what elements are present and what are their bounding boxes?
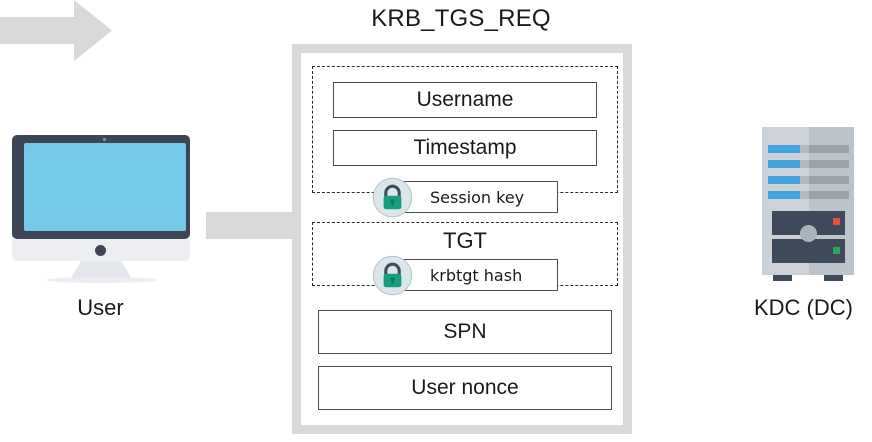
server-foot-left bbox=[773, 275, 792, 281]
server-power-knob-icon bbox=[800, 225, 817, 242]
monitor-screen bbox=[24, 143, 186, 231]
kdc-server-device bbox=[762, 127, 854, 282]
server-drive-bay-bottom bbox=[772, 239, 845, 263]
monitor-stand-neck bbox=[70, 261, 132, 279]
server-slot-bar-3r bbox=[809, 176, 849, 184]
field-user-nonce: User nonce bbox=[318, 366, 612, 410]
server-status-led-red bbox=[833, 218, 840, 225]
server-slot-bar-1r bbox=[809, 145, 849, 153]
encrypted-row-session-key: Session key bbox=[372, 177, 562, 218]
page-title: KRB_TGS_REQ bbox=[371, 5, 551, 32]
server-foot-right bbox=[824, 275, 843, 281]
server-status-led-green bbox=[833, 247, 840, 254]
monitor-bezel-icon bbox=[12, 135, 190, 239]
encrypted-row-krbtgt-hash: krbtgt hash bbox=[372, 255, 562, 296]
server-led-bar-4 bbox=[768, 191, 800, 199]
user-device bbox=[8, 135, 193, 283]
field-timestamp: Timestamp bbox=[333, 130, 597, 166]
session-key-label: Session key bbox=[395, 181, 558, 213]
field-username: Username bbox=[333, 82, 597, 118]
server-led-bar-2 bbox=[768, 160, 800, 168]
server-slot-bar-1l bbox=[800, 145, 809, 153]
arrow-packet-to-kdc bbox=[0, 0, 112, 61]
kdc-node-label: KDC (DC) bbox=[754, 295, 853, 320]
monitor-stand-base bbox=[46, 277, 156, 283]
monitor-power-indicator-icon bbox=[95, 245, 106, 256]
monitor-camera-icon bbox=[103, 138, 106, 141]
field-spn: SPN bbox=[318, 310, 612, 354]
krbtgt-hash-label: krbtgt hash bbox=[395, 259, 558, 291]
user-node-label: User bbox=[77, 295, 124, 320]
server-slot-bar-4r bbox=[809, 191, 849, 199]
field-tgt-label: TGT bbox=[443, 228, 487, 253]
lock-icon bbox=[372, 255, 413, 296]
lock-icon bbox=[372, 177, 413, 218]
server-led-bar-3 bbox=[768, 176, 800, 184]
server-slot-bar-4l bbox=[800, 191, 809, 199]
server-slot-bar-3l bbox=[800, 176, 809, 184]
server-led-bar-1 bbox=[768, 145, 800, 153]
server-slot-bar-2r bbox=[809, 160, 849, 168]
arrow-user-to-packet bbox=[206, 212, 298, 239]
arrow-right-icon bbox=[0, 0, 112, 61]
server-slot-bar-2l bbox=[800, 160, 809, 168]
